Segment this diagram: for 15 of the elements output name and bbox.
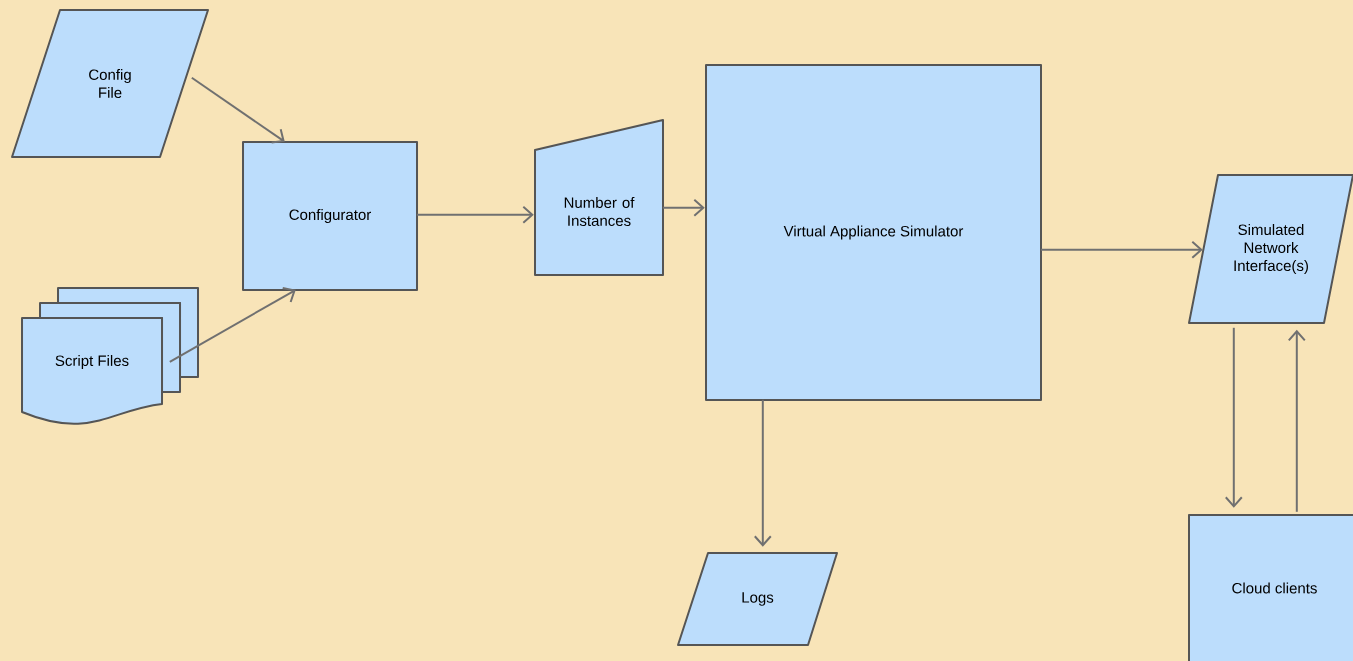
data-parallelogram: Simulated Network Interface(s) (1188, 174, 1353, 324)
arrow (190, 76, 285, 144)
arrow (1287, 329, 1306, 513)
process-box: Configurator (242, 141, 418, 291)
arrow (168, 287, 296, 363)
arrow (661, 198, 705, 217)
process-box: Cloud clients (1188, 514, 1353, 661)
arrow (1224, 326, 1243, 508)
arrow (753, 398, 772, 547)
process-box: Virtual Appliance Simulator (705, 64, 1042, 401)
arrow (415, 205, 534, 224)
document-stack: Script Files (21, 287, 199, 425)
data-parallelogram: Config File (11, 9, 209, 158)
arrow (1039, 240, 1203, 259)
data-parallelogram: Logs (677, 552, 838, 646)
